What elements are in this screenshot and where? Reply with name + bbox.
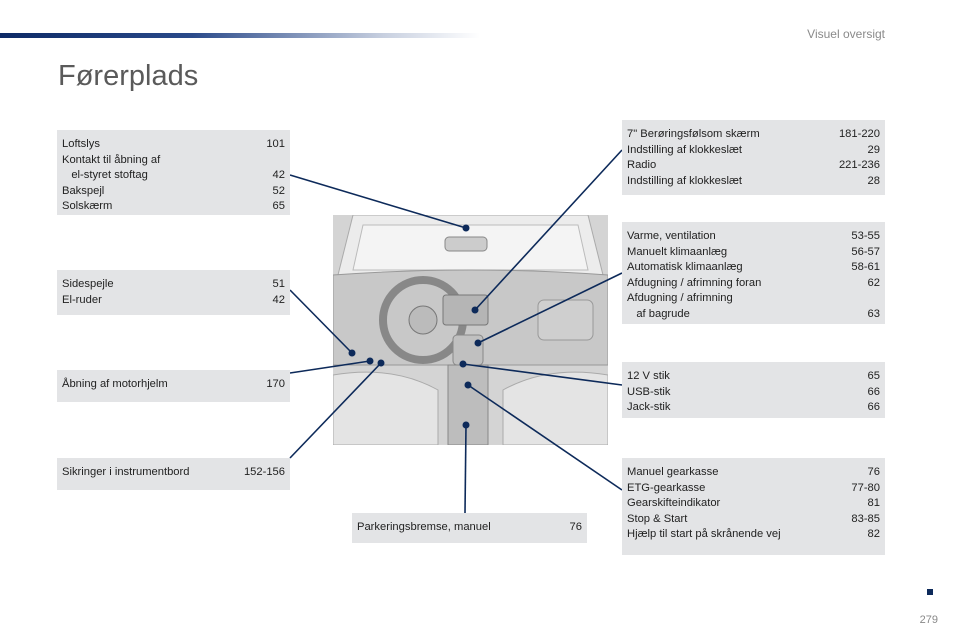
index-entry: Indstilling af klokkeslæt 29 <box>627 143 880 159</box>
index-entry: Gearskifteindikator 81 <box>627 496 880 512</box>
entry-label: 12 V stik <box>627 370 670 382</box>
entry-page: 221-236 <box>838 159 880 171</box>
header-bar <box>0 33 480 38</box>
entry-label: Sidespejle <box>62 278 114 290</box>
entry-page: 56-57 <box>851 245 880 258</box>
callout-fuses: Sikringer i instrumentbord 152-156 <box>57 458 290 490</box>
entry-label: Indstilling af klokkeslæt <box>627 143 743 156</box>
entry-page: 29 <box>867 143 880 156</box>
entry-label: Varme, ventilation <box>627 230 716 242</box>
index-entry: El-ruder 42 <box>62 293 285 309</box>
entry-label: USB-stik <box>627 385 671 398</box>
entry-label: Åbning af motorhjelm <box>62 378 168 390</box>
entry-page: 28 <box>867 174 880 187</box>
index-entry: 12 V stik 65 <box>627 369 880 385</box>
index-entry: Bakspejl 52 <box>62 184 285 200</box>
entry-label: Hjælp til start på skrånende vej <box>627 528 781 540</box>
entry-page: 65 <box>867 370 880 382</box>
entry-label: Afdugning / afrimning af bagrude <box>627 292 733 320</box>
entry-page: 62 <box>867 276 880 289</box>
entry-label: Bakspejl <box>62 184 105 197</box>
index-entry: Parkeringsbremse, manuel 76 <box>357 520 582 536</box>
callout-parking-brake: Parkeringsbremse, manuel 76 <box>352 513 587 543</box>
callout-mirrors: Sidespejle 51 El-ruder 42 <box>57 270 290 315</box>
entry-page: 81 <box>867 497 880 509</box>
entry-page: 77-80 <box>851 481 880 494</box>
entry-label: Kontakt til åbning af el-styret stoftag <box>62 153 161 182</box>
index-entry: Sidespejle 51 <box>62 277 285 293</box>
entry-label: Gearskifteindikator <box>627 497 721 509</box>
callout-climate: Varme, ventilation 53-55 Manuelt klimaanl… <box>622 222 885 324</box>
index-entry: Jack-stik 66 <box>627 400 880 416</box>
index-entry: Solskærm 65 <box>62 199 285 215</box>
entry-page: 83-85 <box>851 512 880 525</box>
entry-page: 66 <box>867 385 880 398</box>
index-entry: Indstilling af klokkeslæt 28 <box>627 174 880 190</box>
entry-page: 52 <box>272 184 285 197</box>
callout-ceiling: Loftslys 101 Kontakt til åbning af el-sty… <box>57 130 290 215</box>
entry-label: Radio <box>627 159 657 171</box>
index-entry: ETG-gearkasse 77-80 <box>627 481 880 497</box>
entry-label: Manuel gearkasse <box>627 466 719 478</box>
entry-label: Solskærm <box>62 200 113 212</box>
index-entry: Automatisk klimaanlæg 58-61 <box>627 260 880 276</box>
entry-page: 181-220 <box>838 128 880 140</box>
entry-page: 82 <box>867 528 880 540</box>
entry-label: Afdugning / afrimning foran <box>627 276 762 289</box>
entry-page: 65 <box>272 200 285 212</box>
page-number: 279 <box>919 614 938 626</box>
entry-label: 7" Berøringsfølsom skærm <box>627 128 760 140</box>
entry-page: 76 <box>867 466 880 478</box>
entry-label: Sikringer i instrumentbord <box>62 466 190 478</box>
index-entry: Manuel gearkasse 76 <box>627 465 880 481</box>
index-entry: Radio 221-236 <box>627 158 880 174</box>
section-title: Visuel oversigt <box>807 27 885 41</box>
index-entry: Afdugning / afrimning foran 62 <box>627 276 880 292</box>
entry-label: Stop & Start <box>627 512 688 525</box>
entry-page: 101 <box>266 138 285 150</box>
entry-page: 152-156 <box>243 466 285 478</box>
entry-page: 51 <box>272 278 285 290</box>
index-entry: Stop & Start 83-85 <box>627 512 880 528</box>
callout-screen: 7" Berøringsfølsom skærm 181-220 Indstill… <box>622 120 885 195</box>
entry-page: 42 <box>272 169 285 181</box>
callout-gearbox: Manuel gearkasse 76 ETG-gearkasse 77-80 Ge… <box>622 458 885 555</box>
index-entry: Åbning af motorhjelm 170 <box>62 377 285 393</box>
entry-page: 42 <box>272 293 285 306</box>
index-entry: Afdugning / afrimning af bagrude 63 <box>627 291 880 322</box>
page-title: Førerplads <box>58 60 199 92</box>
end-marker <box>927 589 933 595</box>
index-entry: Hjælp til start på skrånende vej 82 <box>627 527 880 543</box>
callout-bonnet: Åbning af motorhjelm 170 <box>57 370 290 402</box>
entry-label: Automatisk klimaanlæg <box>627 261 743 273</box>
callout-sockets: 12 V stik 65 USB-stik 66 Jack-stik 66 <box>622 362 885 418</box>
entry-label: ETG-gearkasse <box>627 481 706 494</box>
entry-page: 63 <box>867 307 880 320</box>
dashboard-illustration <box>332 214 609 446</box>
index-entry: Kontakt til åbning af el-styret stoftag 4… <box>62 153 285 184</box>
entry-page: 76 <box>569 521 582 533</box>
entry-page: 58-61 <box>851 261 880 273</box>
entry-label: Manuelt klimaanlæg <box>627 245 728 258</box>
index-entry: Loftslys 101 <box>62 137 285 153</box>
index-entry: Varme, ventilation 53-55 <box>627 229 880 245</box>
index-entry: Sikringer i instrumentbord 152-156 <box>62 465 285 481</box>
entry-label: El-ruder <box>62 293 102 306</box>
entry-label: Jack-stik <box>627 401 671 413</box>
entry-label: Loftslys <box>62 138 100 150</box>
index-entry: 7" Berøringsfølsom skærm 181-220 <box>627 127 880 143</box>
entry-page: 170 <box>266 378 285 390</box>
index-entry: USB-stik 66 <box>627 385 880 401</box>
entry-label: Parkeringsbremse, manuel <box>357 521 491 533</box>
entry-page: 66 <box>867 401 880 413</box>
entry-label: Indstilling af klokkeslæt <box>627 174 743 187</box>
entry-page: 53-55 <box>851 230 880 242</box>
index-entry: Manuelt klimaanlæg 56-57 <box>627 245 880 261</box>
